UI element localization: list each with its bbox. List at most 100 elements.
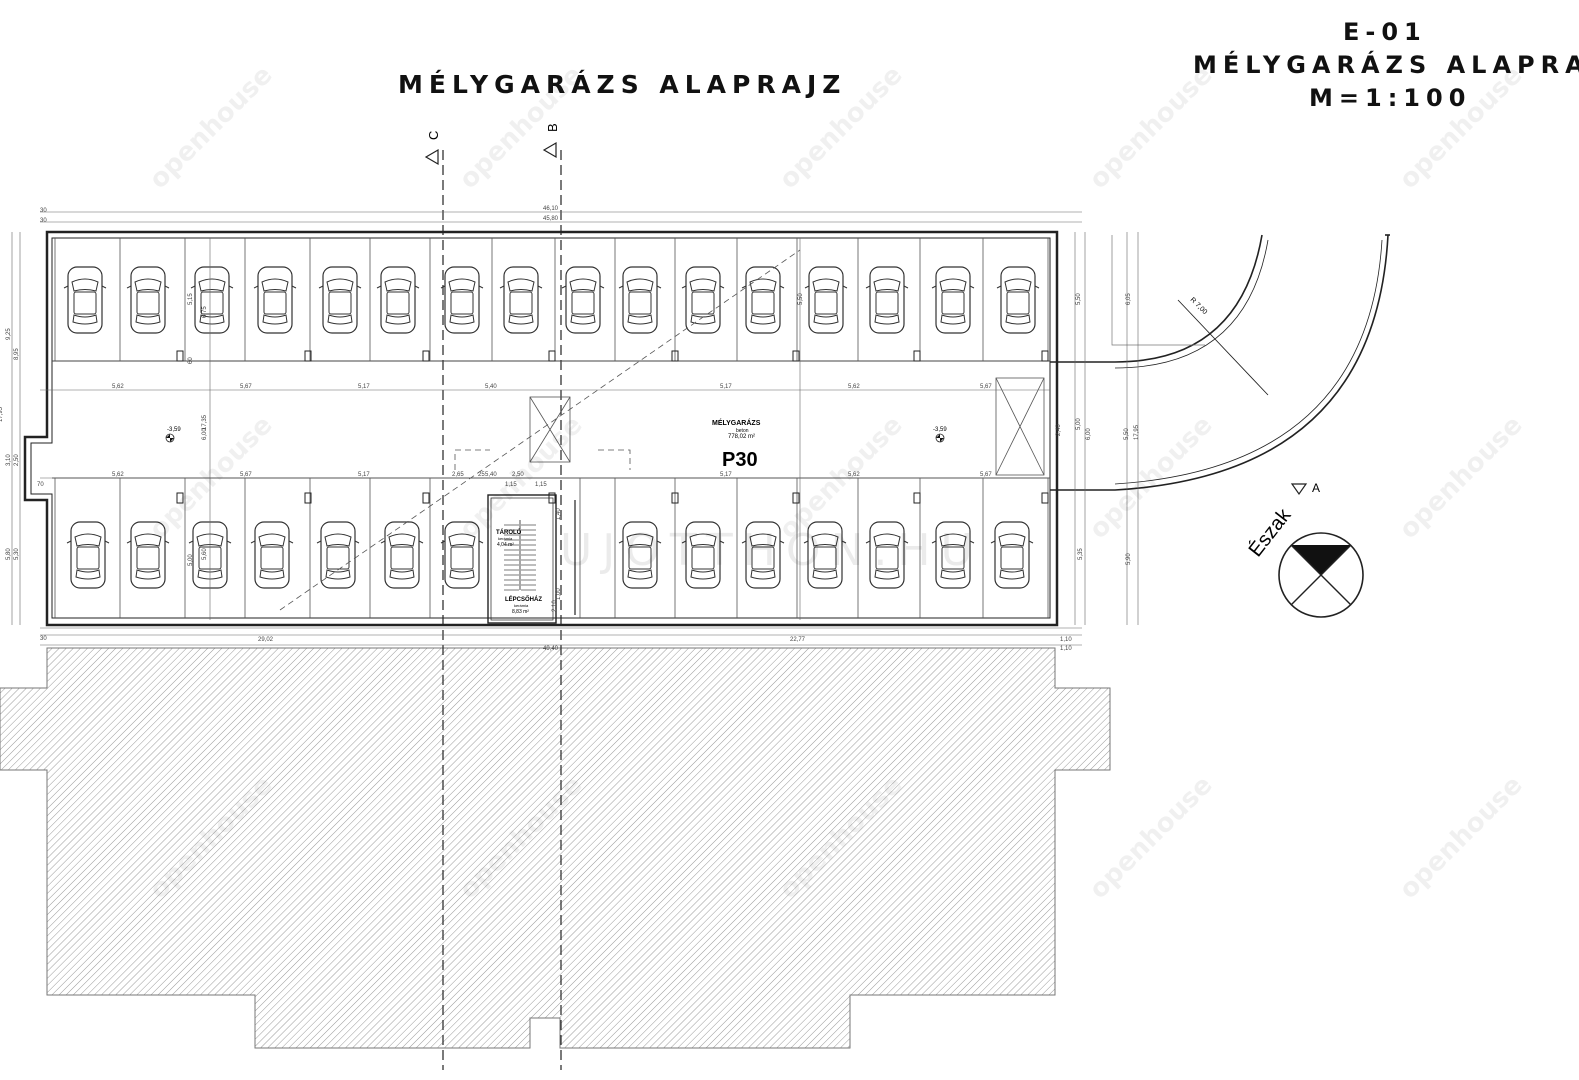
column	[913, 492, 921, 504]
dim-upper-bay: 5,62	[112, 384, 124, 390]
parked-car	[681, 266, 725, 334]
parked-car	[618, 266, 662, 334]
dim-right-vertical: 6,05	[1126, 293, 1132, 305]
dimension-lines	[11, 211, 1139, 646]
dim-top-inner: 45,80	[543, 216, 559, 222]
parked-car	[865, 266, 909, 334]
section-markers	[424, 141, 1308, 496]
column	[304, 350, 312, 362]
parked-car	[931, 266, 975, 334]
dim-inner-vertical: 1,40	[556, 508, 562, 520]
dim-upper-bay: 5,62	[848, 384, 860, 390]
parked-car	[561, 266, 605, 334]
parked-car	[250, 521, 294, 589]
dim-upper-bay: 5,40	[485, 384, 497, 390]
dim-small: 25	[478, 472, 485, 478]
north-arrow	[1278, 532, 1364, 618]
structural-columns	[176, 350, 1049, 504]
parked-car	[253, 266, 297, 334]
level-marker-right	[935, 433, 945, 443]
dim-right-b: 1,10	[1060, 646, 1072, 652]
dim-inner-vertical: 1,00	[556, 588, 562, 600]
dim-inner-vertical: 5,00	[188, 554, 194, 566]
dim-upper-bay: 5,17	[358, 384, 370, 390]
dim-right-vertical: 5,00	[1076, 418, 1082, 430]
parked-car	[63, 266, 107, 334]
storage-floor: kerámia	[498, 536, 513, 541]
dim-right-vertical: 60	[188, 357, 194, 364]
column	[913, 350, 921, 362]
dim-inner-vertical: 6,75	[202, 306, 208, 318]
garage-code: P30	[722, 449, 758, 471]
dim-upper-bay: 5,67	[240, 384, 252, 390]
column	[792, 492, 800, 504]
storage-area: 4,04 m²	[497, 542, 514, 548]
dim-inner-vertical: 2,10	[552, 600, 558, 612]
parked-car	[376, 266, 420, 334]
dim-left-vertical: 9,25	[6, 328, 12, 340]
openhouse-watermark: openhouse	[454, 60, 589, 195]
dim-thirty-top-left-2: 30	[40, 218, 47, 224]
column	[1041, 350, 1049, 362]
dim-bottom-left: 29,02	[258, 637, 274, 643]
ramp-radius-label: R 7,00	[1189, 296, 1209, 316]
dim-small: 70	[37, 482, 44, 488]
level-label-left: -3,59	[167, 427, 181, 433]
dim-right-vertical: 5,50	[798, 293, 804, 305]
parked-car	[499, 266, 543, 334]
dim-left-vertical: 5,30	[14, 548, 20, 560]
column	[422, 492, 430, 504]
dim-bottom-right: 22,77	[790, 637, 806, 643]
section-lines	[442, 150, 562, 1070]
column	[176, 350, 184, 362]
dim-lower-bay: 5,17	[720, 472, 732, 478]
hatched-existing-building	[0, 647, 1111, 1049]
dim-top-total: 46,10	[543, 206, 559, 212]
sheet-code: E-01	[1343, 18, 1427, 46]
parking-stalls-upper-row	[54, 238, 1049, 361]
column	[792, 350, 800, 362]
parked-car	[804, 266, 848, 334]
stair-name: LÉPCSŐHÁZ	[505, 595, 542, 603]
openhouse-watermark: openhouse	[1084, 770, 1219, 905]
dim-small: 1,15	[505, 482, 517, 488]
dim-right-vertical: 5,50	[1124, 428, 1130, 440]
sheet-title: MÉLYGARÁZS ALAPRAJZ	[1193, 51, 1579, 79]
parking-stalls-lower-row	[54, 478, 1049, 618]
dim-inner-vertical: 6,00	[202, 428, 208, 440]
dim-lower-bay: 5,67	[240, 472, 252, 478]
dim-left-vertical: 2,50	[14, 454, 20, 466]
section-label-b: B	[545, 123, 560, 132]
dim-right-vertical: 5,90	[1126, 553, 1132, 565]
column	[1041, 492, 1049, 504]
dim-lower-bay: 5,17	[358, 472, 370, 478]
parked-car	[316, 521, 360, 589]
dim-left-vertical: 5,80	[6, 548, 12, 560]
column	[176, 492, 184, 504]
column	[304, 492, 312, 504]
ujotthon-watermark: UJOTTHON.HU	[560, 525, 983, 576]
garage-area: 778,02 m²	[728, 434, 755, 440]
dim-right-vertical: 5,50	[1076, 293, 1082, 305]
column	[548, 350, 556, 362]
parked-car	[318, 266, 362, 334]
shaft-openings	[529, 377, 1045, 476]
dim-right-vertical: 6,00	[1086, 428, 1092, 440]
dim-small: 2,50	[512, 472, 524, 478]
dim-right-vertical: 17,95	[1134, 424, 1140, 440]
section-label-a: A	[1312, 481, 1320, 495]
parked-car	[990, 521, 1034, 589]
section-label-c: C	[426, 131, 441, 140]
dim-thirty-top-left: 30	[40, 208, 47, 214]
dim-left-vertical: 8,95	[14, 348, 20, 360]
column	[671, 492, 679, 504]
openhouse-watermark: openhouse	[1394, 770, 1529, 905]
openhouse-watermark: openhouse	[1394, 410, 1529, 545]
dashed-references	[279, 249, 801, 611]
column	[422, 350, 430, 362]
dim-right-vertical: 5,35	[1078, 548, 1084, 560]
garage-walls	[23, 230, 1059, 627]
storage-name: TÁROLÓ	[496, 528, 522, 536]
openhouse-watermark: openhouse	[1394, 60, 1529, 195]
